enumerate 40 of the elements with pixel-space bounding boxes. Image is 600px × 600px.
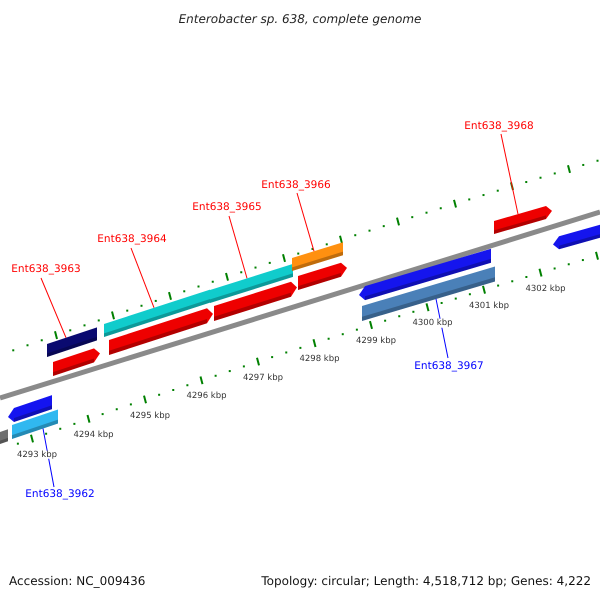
leader-line	[40, 278, 66, 338]
scale-label: 4302 kbp	[525, 284, 566, 293]
gene-label: Ent638_3964	[97, 234, 167, 244]
leader-line	[42, 428, 54, 488]
scale-label: 4301 kbp	[468, 302, 510, 310]
gene-block	[214, 282, 297, 321]
scale-label: 4300 kbp	[412, 319, 453, 328]
scale-label: 4299 kbp	[356, 336, 396, 346]
genome-info-text: Topology: circular; Length: 4,518,712 bp; Genes: 4,222	[261, 575, 591, 587]
gene-block	[8, 395, 52, 422]
gene-block	[210, 264, 293, 303]
gene-block	[109, 308, 213, 355]
gene-block	[0, 429, 8, 444]
gene-label: Ent638_3966	[261, 180, 331, 190]
scale-label: 4296 kbp	[186, 392, 227, 401]
scale-label: 4294 kbp	[73, 430, 114, 440]
gene-block	[359, 248, 491, 300]
gene-label: Ent638_3967	[414, 360, 484, 372]
leader-line	[500, 134, 518, 215]
gene-label: Ent638_3963	[11, 264, 81, 274]
scale-label: 4295 kbp	[130, 411, 170, 420]
gene-label: Ent638_3962	[25, 488, 95, 500]
gene-block	[12, 410, 58, 439]
gene-block	[494, 206, 552, 234]
gene-block	[104, 290, 210, 337]
scale-label: 4298 kbp	[299, 355, 340, 364]
gene-block	[298, 262, 347, 290]
scale-label: 4297 kbp	[242, 373, 284, 382]
gene-block	[53, 348, 100, 376]
scale-label: 4293 kbp	[16, 450, 58, 459]
gene-label: Ent638_3968	[464, 120, 534, 132]
gene-block	[553, 223, 600, 250]
gene-label: Ent638_3965	[192, 202, 262, 212]
gene-block	[47, 327, 97, 357]
diagram-title: Enterobacter sp. 638, complete genome	[178, 11, 422, 28]
gene-block	[292, 242, 343, 271]
accession-text: Accession: NC_009436	[9, 575, 146, 587]
leader-line	[296, 192, 314, 252]
leader-line	[130, 248, 154, 308]
leader-line	[228, 216, 248, 279]
